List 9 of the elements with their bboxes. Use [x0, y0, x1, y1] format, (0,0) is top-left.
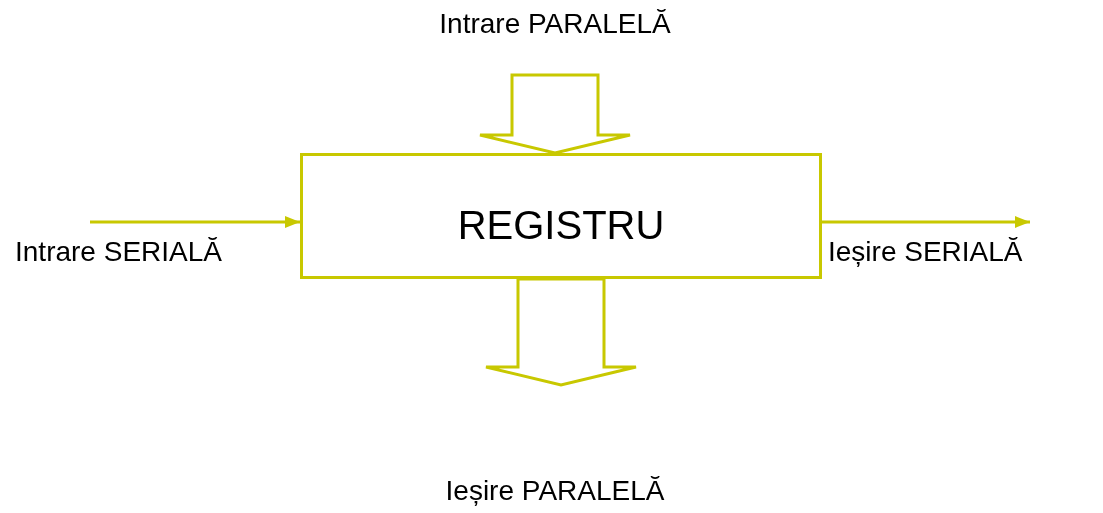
block-arrow [478, 73, 632, 155]
edge-label: Ieșire SERIALĂ [828, 236, 1023, 269]
arrow [90, 216, 300, 228]
input-label: Intrare PARALELĂ [439, 8, 671, 41]
register-box [300, 153, 822, 279]
arrow [822, 216, 1030, 228]
box-title: REGISTRU [457, 202, 665, 248]
output-label: Ieșire PARALELĂ [445, 474, 665, 507]
block-arrow [484, 277, 638, 387]
